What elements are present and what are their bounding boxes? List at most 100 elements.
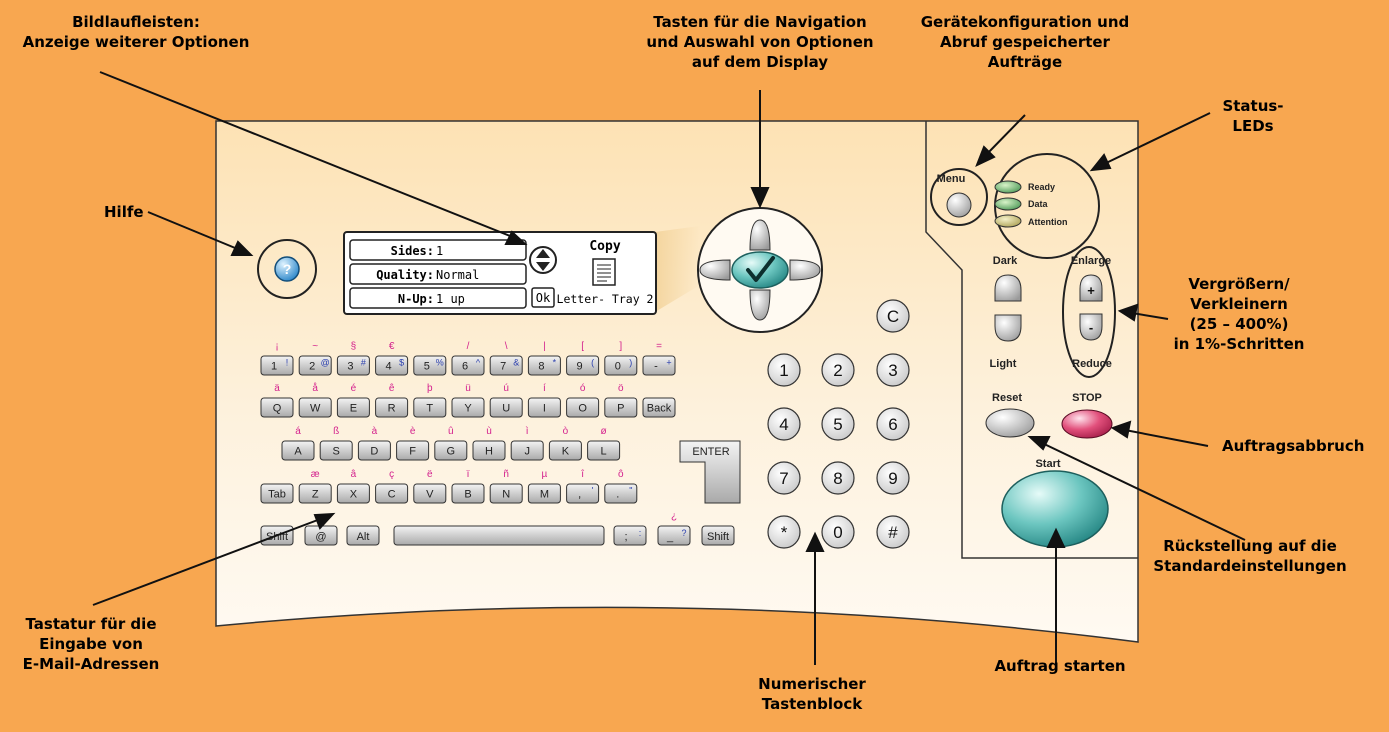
alt-key[interactable]: Alt bbox=[346, 525, 380, 546]
key-0[interactable]: ]0) bbox=[604, 341, 638, 376]
key-5[interactable]: 5% bbox=[413, 355, 447, 376]
semicolon-key[interactable]: ;: bbox=[613, 525, 647, 546]
contrast-controls: Dark Light bbox=[990, 255, 1022, 370]
key-e[interactable]: éE bbox=[336, 383, 370, 418]
numpad-key-9[interactable]: 9 bbox=[876, 461, 910, 495]
key-alt-char: ì bbox=[526, 426, 529, 437]
key-u[interactable]: úU bbox=[489, 383, 523, 418]
scroll-arrows-icon[interactable] bbox=[529, 246, 557, 274]
nav-down-button[interactable] bbox=[749, 289, 771, 321]
numpad-key-8[interactable]: 8 bbox=[821, 461, 855, 495]
key-6[interactable]: /6^ bbox=[451, 341, 485, 376]
question-key[interactable]: ¿_? bbox=[657, 511, 691, 546]
keyboard-bottom-row: Shift@Alt;:¿_?Shift bbox=[260, 511, 735, 546]
nav-left-button[interactable] bbox=[699, 259, 731, 281]
key-label: 4 bbox=[386, 361, 392, 373]
key-sym[interactable]: =-+ bbox=[642, 341, 676, 376]
key-tab[interactable]: Tab bbox=[260, 483, 294, 504]
key-label: Q bbox=[273, 403, 282, 415]
key-a[interactable]: áA bbox=[281, 426, 315, 461]
key-sym[interactable]: î,' bbox=[566, 469, 600, 504]
key-label: , bbox=[578, 489, 581, 501]
display-mode-title: Copy bbox=[589, 239, 620, 254]
key-7[interactable]: \7& bbox=[489, 341, 523, 376]
key-s[interactable]: ßS bbox=[319, 426, 353, 461]
key-x[interactable]: âX bbox=[336, 469, 370, 504]
numpad-key-6[interactable]: 6 bbox=[876, 407, 910, 441]
numpad-key-7[interactable]: 7 bbox=[767, 461, 801, 495]
key-1[interactable]: ¡1! bbox=[260, 341, 294, 376]
numpad-key-hash[interactable]: # bbox=[876, 515, 910, 549]
key-h[interactable]: ùH bbox=[472, 426, 506, 461]
display-ok-box[interactable] bbox=[531, 287, 555, 308]
key-q[interactable]: äQ bbox=[260, 383, 294, 418]
key-p[interactable]: öP bbox=[604, 383, 638, 418]
key-n[interactable]: ñN bbox=[489, 469, 523, 504]
key-l[interactable]: øL bbox=[587, 426, 621, 461]
darker-button[interactable] bbox=[994, 274, 1022, 302]
numpad-key-2[interactable]: 2 bbox=[821, 353, 855, 387]
key-j[interactable]: ìJ bbox=[510, 426, 544, 461]
display-row-value: 1 bbox=[436, 244, 443, 258]
key-4[interactable]: €4$ bbox=[375, 341, 409, 376]
key-d[interactable]: àD bbox=[357, 426, 391, 461]
key-back[interactable]: Back bbox=[642, 397, 676, 418]
nav-right-button[interactable] bbox=[789, 259, 821, 281]
numpad-key-4[interactable]: 4 bbox=[767, 407, 801, 441]
display-highlight bbox=[655, 226, 700, 312]
key-label: G bbox=[447, 446, 456, 458]
light-label: Light bbox=[990, 358, 1017, 370]
key-i[interactable]: íI bbox=[527, 383, 561, 418]
help-button[interactable]: ? bbox=[257, 239, 317, 299]
checkmark-icon bbox=[746, 256, 775, 282]
key-sym[interactable]: ô." bbox=[604, 469, 638, 504]
key-z[interactable]: æZ bbox=[298, 469, 332, 504]
key-3[interactable]: §3# bbox=[336, 341, 370, 376]
key-c[interactable]: çC bbox=[375, 469, 409, 504]
key-label: D bbox=[370, 446, 378, 458]
callout-enlarge-reduce: Vergrößern/ Verkleinern (25 – 400%) in 1… bbox=[1173, 275, 1305, 353]
key-m[interactable]: µM bbox=[527, 469, 561, 504]
key-f[interactable]: èF bbox=[396, 426, 430, 461]
key-shift-char: % bbox=[436, 358, 444, 368]
key-shift-char: @ bbox=[321, 358, 330, 368]
key-t[interactable]: þT bbox=[413, 383, 447, 418]
reset-button[interactable] bbox=[985, 408, 1035, 438]
callout-scrollbars: Bildlaufleisten: Anzeige weiterer Option… bbox=[22, 13, 250, 51]
key-r[interactable]: êR bbox=[375, 383, 409, 418]
callout-keyboard: Tastatur für die Eingabe von E-Mail-Adre… bbox=[22, 615, 160, 673]
key-9[interactable]: [9( bbox=[566, 341, 600, 376]
numpad-key-star[interactable]: * bbox=[767, 515, 801, 549]
enter-key[interactable]: ENTER bbox=[679, 440, 741, 504]
nav-select-button[interactable] bbox=[731, 251, 789, 289]
key-alt-char: ô bbox=[618, 469, 624, 480]
key-g[interactable]: ûG bbox=[434, 426, 468, 461]
clear-key[interactable]: C bbox=[876, 299, 910, 333]
help-icon: ? bbox=[283, 261, 292, 277]
minus-icon: - bbox=[1089, 320, 1093, 335]
shift-right-key[interactable]: Shift bbox=[701, 525, 735, 546]
key-y[interactable]: üY bbox=[451, 383, 485, 418]
key-w[interactable]: åW bbox=[298, 382, 332, 418]
stop-button[interactable] bbox=[1061, 409, 1113, 439]
menu-button-group[interactable]: Menu bbox=[930, 168, 988, 226]
key-v[interactable]: ëV bbox=[413, 469, 447, 504]
numpad-key-label: 2 bbox=[833, 361, 842, 380]
nav-up-button[interactable] bbox=[749, 219, 771, 251]
reduce-button[interactable] bbox=[1079, 313, 1103, 341]
key-o[interactable]: óO bbox=[566, 383, 600, 418]
enlarge-button[interactable] bbox=[1079, 274, 1103, 302]
key-2[interactable]: ~2@ bbox=[298, 341, 332, 376]
numpad-key-3[interactable]: 3 bbox=[876, 353, 910, 387]
at-key[interactable]: @ bbox=[304, 525, 338, 546]
key-k[interactable]: òK bbox=[548, 426, 582, 461]
navigation-pad bbox=[697, 207, 823, 333]
numpad-key-0[interactable]: 0 bbox=[821, 515, 855, 549]
lighter-button[interactable] bbox=[994, 314, 1022, 342]
space-bar[interactable] bbox=[393, 525, 605, 546]
numpad-key-5[interactable]: 5 bbox=[821, 407, 855, 441]
numpad-key-1[interactable]: 1 bbox=[767, 353, 801, 387]
semicolon-label: ; bbox=[624, 531, 627, 543]
key-8[interactable]: |8* bbox=[527, 341, 561, 376]
key-b[interactable]: ïB bbox=[451, 469, 485, 504]
